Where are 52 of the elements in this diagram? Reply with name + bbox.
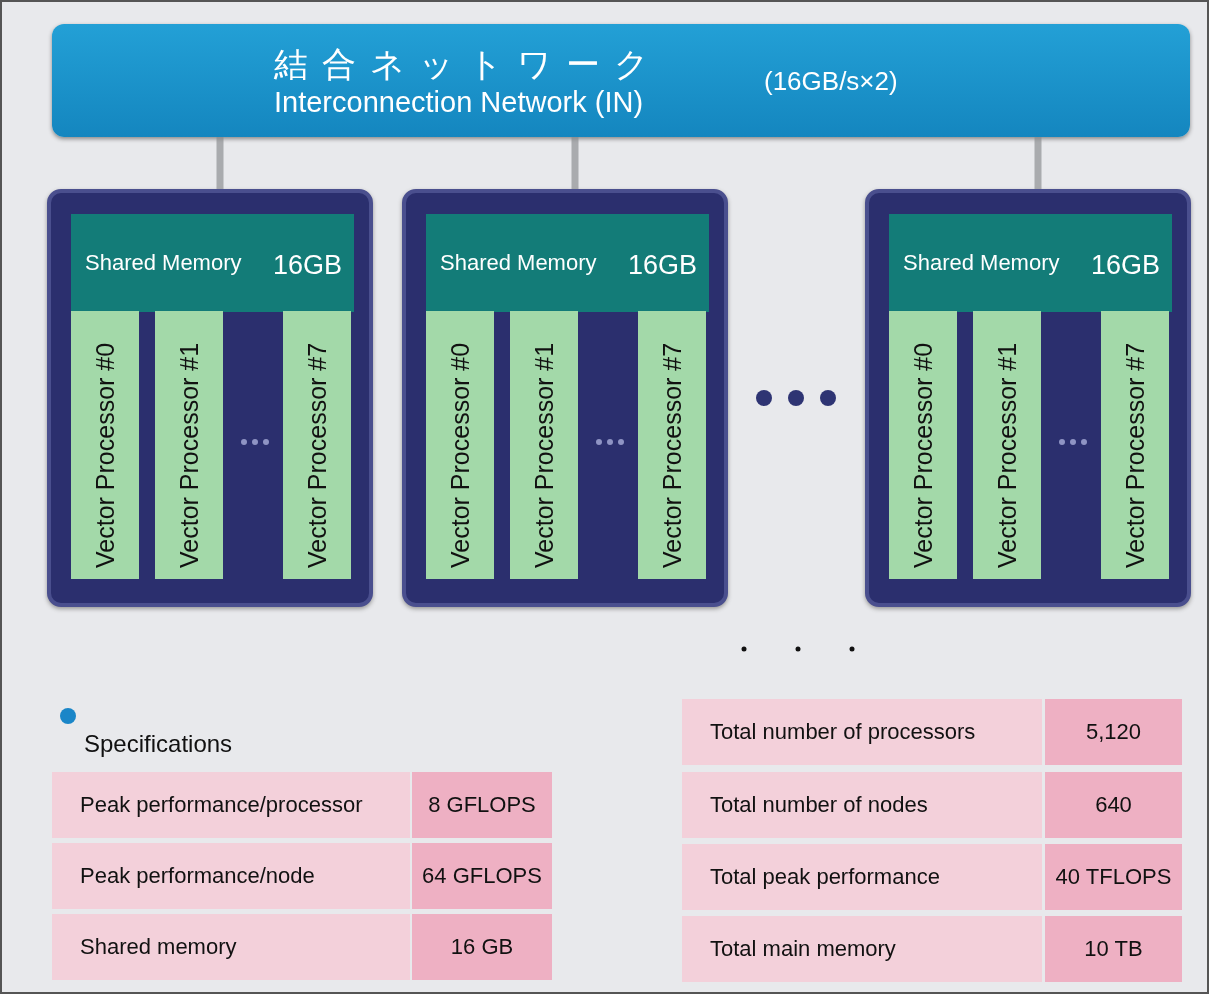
spec-name-cell: Total main memory [682,916,1042,982]
memory-size: 16GB [627,250,697,281]
bandwidth-text: (16GB/s×2) [764,66,898,97]
memory-label: Shared Memory [85,250,242,276]
processor-block [1101,311,1169,579]
processor-block [71,311,139,579]
connector-line [571,137,579,189]
processor-label: Vector Processor #1 [174,341,204,570]
band-subtitle: Interconnection Network (IN) [274,86,644,119]
node-box [865,189,1191,607]
processor-block [889,311,957,579]
processor-label: Vector Processor #1 [529,341,559,570]
band-title: 結合ネットワーク [274,43,663,86]
processor-label: Vector Processor #0 [445,341,475,570]
spec-name-cell: Total number of processors [682,699,1042,765]
spec-value-cell: 10 TB [1045,916,1182,982]
memory-size: 16GB [1090,250,1160,281]
memory-block [889,214,1172,312]
processor-label: Vector Processor #7 [657,341,687,570]
node-box [402,189,728,607]
memory-label: Shared Memory [903,250,1060,276]
memory-label: Shared Memory [440,250,597,276]
section-heading: Specifications [84,730,233,758]
processor-label: Vector Processor #7 [1120,341,1150,570]
processor-block [510,311,578,579]
processor-block [973,311,1041,579]
processor-label: Vector Processor #0 [908,341,938,570]
node-box [47,189,373,607]
spec-name-cell: Peak performance/node [52,843,410,909]
processor-label: Vector Processor #1 [992,341,1022,570]
processor-block [638,311,706,579]
spec-name-cell: Shared memory [52,914,410,980]
spec-value-cell: 5,120 [1045,699,1182,765]
connector-line [1034,137,1042,189]
spec-value-cell: 640 [1045,772,1182,838]
processor-block [155,311,223,579]
spec-name-cell: Total peak performance [682,844,1042,910]
network-band [52,24,1190,137]
processor-block [283,311,351,579]
memory-block [426,214,709,312]
memory-size: 16GB [272,250,342,281]
connector-line [216,137,224,189]
processor-label: Vector Processor #7 [302,341,332,570]
spec-value-cell: 8 GFLOPS [412,772,552,838]
processor-label: Vector Processor #0 [90,341,120,570]
spec-name-cell: Peak performance/processor [52,772,410,838]
spec-value-cell: 16 GB [412,914,552,980]
spec-name-cell: Total number of nodes [682,772,1042,838]
processor-block [426,311,494,579]
spec-value-cell: 40 TFLOPS [1045,844,1182,910]
memory-block [71,214,354,312]
spec-value-cell: 64 GFLOPS [412,843,552,909]
